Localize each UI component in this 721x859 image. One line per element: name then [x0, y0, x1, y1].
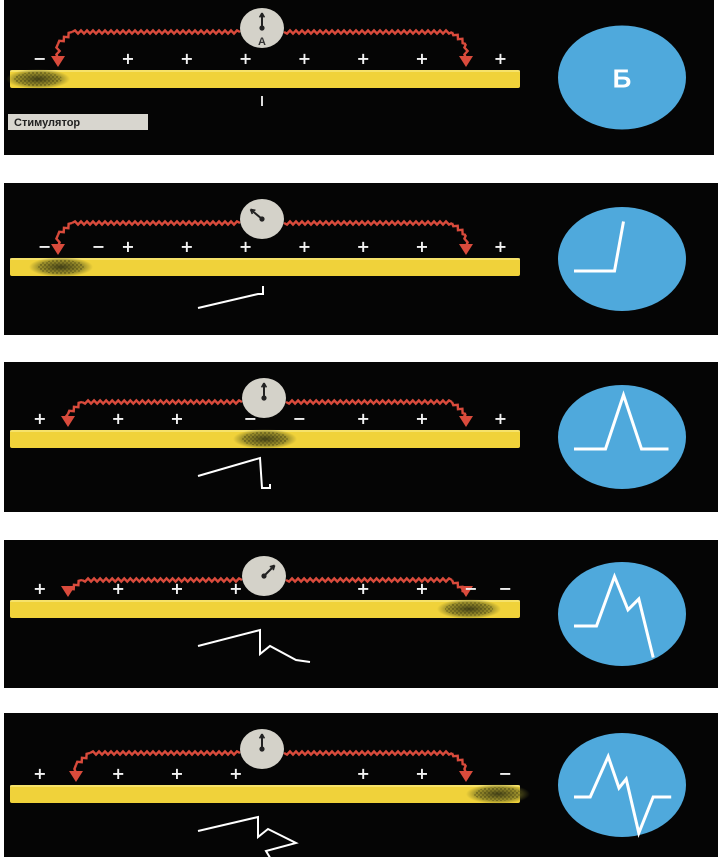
membrane-charge: +	[356, 409, 369, 428]
membrane-charge: +	[180, 237, 193, 256]
membrane-charge: +	[170, 579, 183, 598]
membrane-charge: +	[111, 579, 124, 598]
galvanometer-pivot	[261, 395, 266, 400]
membrane-charge: −	[464, 579, 477, 598]
depolarized-speckle	[37, 260, 85, 274]
membrane-charge: +	[415, 237, 428, 256]
galvanometer-pivot	[259, 746, 264, 751]
membrane-charge: +	[494, 237, 507, 256]
membrane-charge: +	[356, 237, 369, 256]
galvanometer-pivot	[259, 25, 264, 30]
panel-1: А − + + + + + + + Стимулятор Б	[4, 0, 714, 155]
depolarized-speckle	[241, 432, 289, 446]
membrane-charge: +	[356, 579, 369, 598]
membrane-charge: −	[92, 237, 105, 256]
panel-4: + + + + + + − −	[4, 540, 718, 688]
oscilloscope-label: Б	[613, 64, 632, 94]
galvanometer-pivot	[261, 573, 266, 578]
membrane-charge: +	[415, 764, 428, 783]
nerve-fiber	[10, 70, 520, 88]
panel-3: + + + − − + + +	[4, 362, 718, 512]
membrane-charge: −	[244, 409, 257, 428]
stimulator-label: Стимулятор	[14, 117, 80, 129]
membrane-charge: +	[33, 409, 46, 428]
membrane-charge: +	[33, 764, 46, 783]
membrane-charge: +	[229, 579, 242, 598]
galvanometer-pivot	[259, 216, 264, 221]
depolarized-speckle	[445, 602, 493, 616]
galvanometer-label: А	[258, 36, 266, 48]
membrane-charge: +	[415, 579, 428, 598]
panel-5: + + + + + + −	[4, 713, 718, 859]
membrane-charge: +	[494, 409, 507, 428]
nerve-fiber	[10, 785, 520, 803]
membrane-charge: −	[33, 49, 46, 68]
oscilloscope-screen	[558, 562, 686, 666]
panel-2: −−+++++++	[4, 183, 718, 335]
membrane-charge: +	[121, 49, 134, 68]
membrane-charge: +	[239, 237, 252, 256]
depolarized-speckle	[474, 787, 522, 801]
membrane-charge: +	[111, 409, 124, 428]
membrane-charge: +	[415, 49, 428, 68]
membrane-charge: +	[239, 49, 252, 68]
membrane-charge: −	[499, 764, 512, 783]
membrane-charge: +	[229, 764, 242, 783]
membrane-charge: −	[499, 579, 512, 598]
membrane-charge: +	[111, 764, 124, 783]
membrane-charge: +	[170, 409, 183, 428]
membrane-charge: +	[170, 764, 183, 783]
membrane-charge: +	[33, 579, 46, 598]
membrane-charge: +	[298, 237, 311, 256]
membrane-charge: −	[293, 409, 306, 428]
membrane-charge: +	[356, 49, 369, 68]
membrane-charge: +	[356, 764, 369, 783]
membrane-charge: +	[121, 237, 134, 256]
membrane-charge: +	[494, 49, 507, 68]
membrane-charge: +	[415, 409, 428, 428]
membrane-charge: −	[38, 237, 51, 256]
depolarized-speckle	[14, 72, 62, 86]
membrane-charge: +	[298, 49, 311, 68]
membrane-charge: +	[180, 49, 193, 68]
